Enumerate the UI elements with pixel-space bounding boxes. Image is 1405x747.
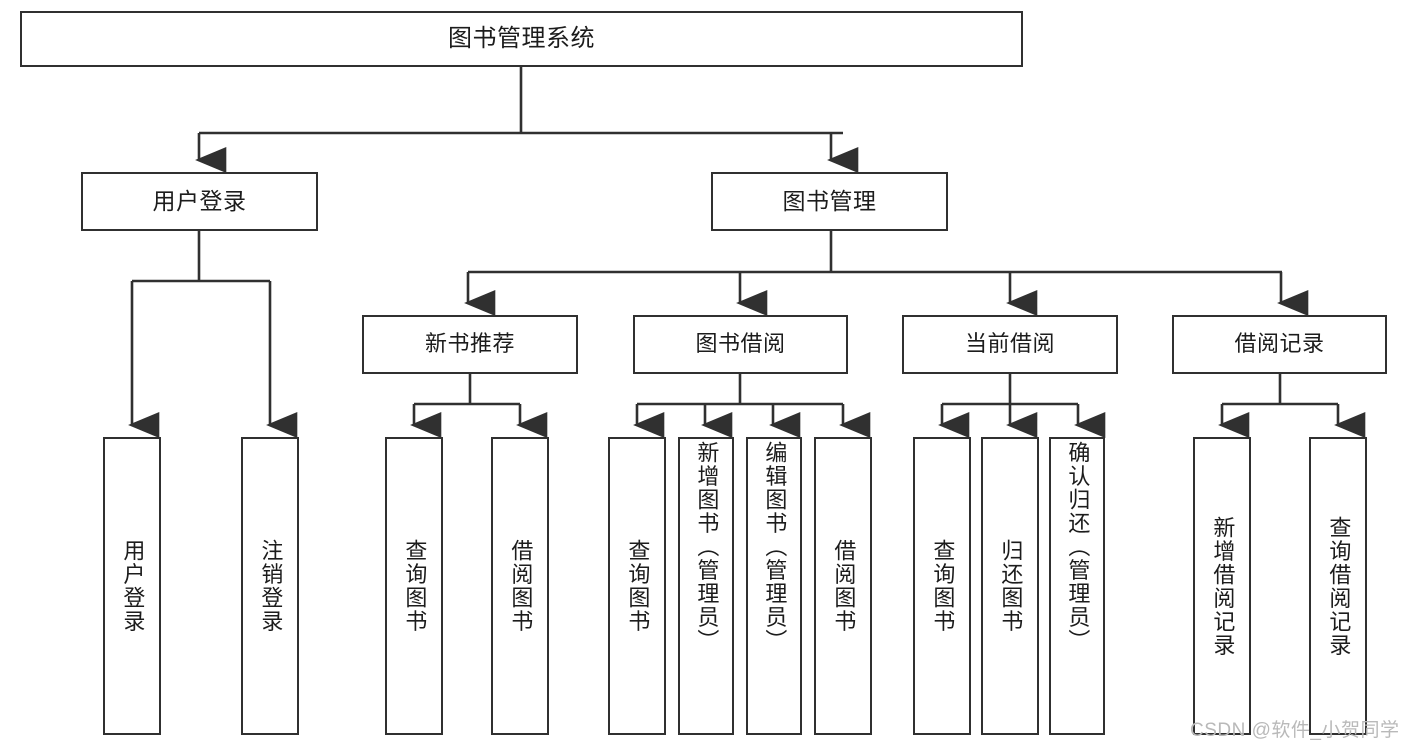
node-borrow-record[interactable]: 借阅记录 [1172, 315, 1387, 374]
node-leaf-query-book-borrow[interactable]: 查询图书 [608, 437, 666, 735]
node-label: 用户登录 [120, 539, 146, 633]
node-leaf-query-borrow-record[interactable]: 查询借阅记录 [1309, 437, 1367, 735]
node-current-borrow[interactable]: 当前借阅 [902, 315, 1118, 374]
node-label: 查询图书 [625, 539, 651, 633]
node-book-manage[interactable]: 图书管理 [711, 172, 948, 231]
node-leaf-confirm-return-admin[interactable]: 确认归还（管理员） [1049, 437, 1105, 735]
node-user-login[interactable]: 用户登录 [81, 172, 318, 231]
node-root-system[interactable]: 图书管理系统 [20, 11, 1023, 67]
node-label: 查询图书 [930, 539, 956, 633]
node-label: 借阅图书 [508, 539, 534, 633]
node-leaf-query-book-recommend[interactable]: 查询图书 [385, 437, 443, 735]
node-label: 编辑图书（管理员） [762, 441, 788, 653]
node-label: 图书管理 [782, 187, 877, 214]
node-label: 查询借阅记录 [1326, 515, 1352, 657]
node-label: 查询图书 [402, 539, 428, 633]
node-label: 借阅图书 [831, 539, 857, 633]
node-label: 图书借阅 [695, 331, 786, 357]
node-new-book-recommend[interactable]: 新书推荐 [362, 315, 578, 374]
node-label: 当前借阅 [964, 331, 1055, 357]
node-label: 确认归还（管理员） [1065, 441, 1091, 653]
node-label: 用户登录 [152, 187, 247, 214]
node-leaf-add-book-admin[interactable]: 新增图书（管理员） [678, 437, 734, 735]
node-label: 新书推荐 [424, 331, 515, 357]
node-leaf-user-login[interactable]: 用户登录 [103, 437, 161, 735]
node-leaf-logout-login[interactable]: 注销登录 [241, 437, 299, 735]
node-leaf-add-borrow-record[interactable]: 新增借阅记录 [1193, 437, 1251, 735]
csdn-watermark: CSDN @软件_小贺同学 [1190, 720, 1400, 741]
node-leaf-return-book[interactable]: 归还图书 [981, 437, 1039, 735]
node-book-borrow[interactable]: 图书借阅 [633, 315, 848, 374]
node-label: 借阅记录 [1234, 331, 1325, 357]
node-leaf-edit-book-admin[interactable]: 编辑图书（管理员） [746, 437, 802, 735]
node-label: 归还图书 [998, 539, 1024, 633]
node-leaf-query-book-current[interactable]: 查询图书 [913, 437, 971, 735]
node-label: 图书管理系统 [448, 24, 595, 52]
node-label: 注销登录 [258, 539, 284, 633]
node-leaf-borrow-book[interactable]: 借阅图书 [814, 437, 872, 735]
node-leaf-borrow-book-recommend[interactable]: 借阅图书 [491, 437, 549, 735]
node-label: 新增借阅记录 [1210, 515, 1236, 657]
node-label: 新增图书（管理员） [694, 441, 720, 653]
